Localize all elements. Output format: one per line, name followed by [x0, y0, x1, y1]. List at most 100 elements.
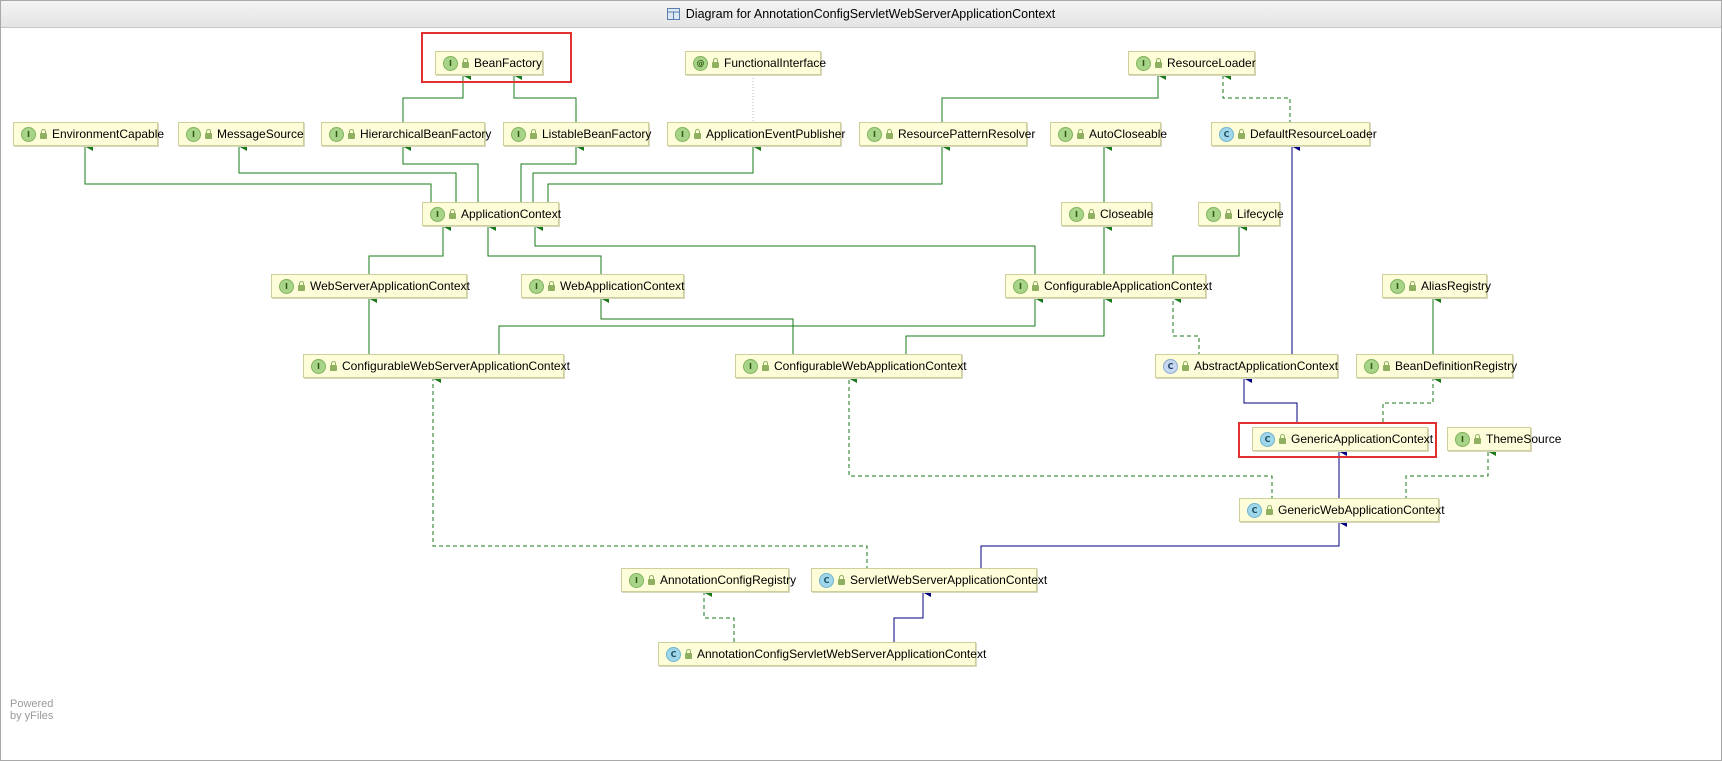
node-label: EnvironmentCapable — [52, 127, 165, 141]
lock-icon — [886, 129, 893, 139]
node-label: AbstractApplicationContext — [1194, 359, 1339, 373]
edge-cfgwebserver-to-configurable — [498, 293, 1043, 356]
node-closeable[interactable]: I Closeable — [1061, 202, 1153, 226]
node-genericapplicationcontext[interactable]: C GenericApplicationContext — [1252, 427, 1433, 451]
node-abstractapplicationcontext[interactable]: C AbstractApplicationContext — [1155, 354, 1338, 378]
interface-icon: I — [629, 572, 644, 588]
node-autocloseable[interactable]: I AutoCloseable — [1050, 122, 1167, 146]
node-applicationcontext[interactable]: I ApplicationContext — [422, 202, 561, 226]
node-label: HierarchicalBeanFactory — [360, 127, 492, 141]
node-beandefinitionregistry[interactable]: I BeanDefinitionRegistry — [1356, 354, 1517, 378]
lock-icon — [1238, 129, 1245, 139]
interface-icon: I — [443, 55, 458, 71]
edge-cfgweb-to-webctx — [600, 293, 794, 356]
edge-configurable-to-lifecycle — [1172, 221, 1247, 276]
edge-configurable-to-appcontext — [534, 221, 1036, 276]
node-configurableapplicationcontext[interactable]: I ConfigurableApplicationContext — [1005, 274, 1212, 298]
edge-annotation-to-servlet — [893, 587, 931, 642]
node-lifecycle[interactable]: I Lifecycle — [1198, 202, 1284, 226]
diagram-icon — [666, 8, 680, 20]
lock-icon — [712, 58, 719, 68]
node-label: ConfigurableApplicationContext — [1044, 279, 1213, 293]
node-label: AnnotationConfigRegistry — [660, 573, 797, 587]
node-label: AliasRegistry — [1421, 279, 1492, 293]
interface-icon: I — [329, 126, 344, 142]
node-configurablewebserverapplicationcontext[interactable]: I ConfigurableWebServerApplicationContex… — [303, 354, 570, 378]
node-label: AutoCloseable — [1089, 127, 1168, 141]
class-icon: C — [819, 572, 834, 588]
node-messagesource[interactable]: I MessageSource — [178, 122, 304, 146]
node-aliasregistry[interactable]: I AliasRegistry — [1382, 274, 1491, 298]
node-label: DefaultResourceLoader — [1250, 127, 1377, 141]
lock-icon — [330, 361, 337, 371]
node-environmentcapable[interactable]: I EnvironmentCapable — [13, 122, 164, 146]
node-resourcepatternresolver[interactable]: I ResourcePatternResolver — [859, 122, 1035, 146]
edge-cfgweb-to-configurable — [905, 293, 1112, 356]
edge-webctx-to-appcontext — [487, 221, 602, 276]
lock-icon — [298, 281, 305, 291]
interface-icon: I — [1364, 358, 1379, 374]
node-label: GenericApplicationContext — [1291, 432, 1434, 446]
node-webapplicationcontext[interactable]: I WebApplicationContext — [521, 274, 685, 298]
node-resourceloader[interactable]: I ResourceLoader — [1128, 51, 1256, 75]
node-applicationeventpublisher[interactable]: I ApplicationEventPublisher — [667, 122, 845, 146]
node-configurablewebapplicationcontext[interactable]: I ConfigurableWebApplicationContext — [735, 354, 967, 378]
node-label: ResourcePatternResolver — [898, 127, 1036, 141]
highlight-box-generic-application-context — [1238, 422, 1437, 458]
lock-icon — [548, 281, 555, 291]
edge-appcontext-to-eventpublisher — [532, 141, 761, 204]
lock-icon — [1182, 361, 1189, 371]
edge-generic-to-beandefregistry — [1382, 373, 1441, 422]
interface-icon: I — [867, 126, 882, 142]
edge-listable-to-beanfactory — [513, 70, 577, 124]
node-beanfactory[interactable]: I BeanFactory — [435, 51, 543, 75]
node-label: ServletWebServerApplicationContext — [850, 573, 1048, 587]
class-icon: C — [1219, 126, 1234, 142]
lock-icon — [1155, 58, 1162, 68]
edge-annotation-to-registry — [703, 587, 735, 642]
edge-hierarchical-to-beanfactory — [402, 70, 471, 124]
annotation-icon: @ — [693, 55, 708, 71]
node-listablebeanfactory[interactable]: I ListableBeanFactory — [503, 122, 651, 146]
node-label: WebServerApplicationContext — [310, 279, 470, 293]
edge-servlet-to-genericweb — [980, 517, 1347, 570]
interface-icon: I — [1390, 278, 1405, 294]
node-label: Lifecycle — [1237, 207, 1284, 221]
lock-icon — [530, 129, 537, 139]
lock-icon — [1266, 505, 1273, 515]
lock-icon — [462, 58, 469, 68]
node-hierarchicalbeanfactory[interactable]: I HierarchicalBeanFactory — [321, 122, 491, 146]
node-label: ConfigurableWebApplicationContext — [774, 359, 967, 373]
title-bar: Diagram for AnnotationConfigServletWebSe… — [1, 1, 1721, 28]
interface-icon: I — [743, 358, 758, 374]
node-annotationconfigregistry[interactable]: I AnnotationConfigRegistry — [621, 568, 796, 592]
lock-icon — [1474, 434, 1481, 444]
edge-defaultloader-to-resourceloader — [1222, 70, 1291, 124]
lock-icon — [648, 575, 655, 585]
node-webserverapplicationcontext[interactable]: I WebServerApplicationContext — [271, 274, 470, 298]
lock-icon — [1225, 209, 1232, 219]
node-genericwebapplicationcontext[interactable]: C GenericWebApplicationContext — [1239, 498, 1445, 522]
node-defaultresourceloader[interactable]: C DefaultResourceLoader — [1211, 122, 1377, 146]
class-icon: C — [1247, 502, 1262, 518]
lock-icon — [1409, 281, 1416, 291]
interface-icon: I — [529, 278, 544, 294]
node-label: ApplicationEventPublisher — [706, 127, 846, 141]
edge-generic-to-abstract — [1243, 373, 1298, 422]
edge-appcontext-to-messagesource — [238, 141, 457, 204]
lock-icon — [685, 649, 692, 659]
edge-servlet-to-cfgwebserver — [432, 373, 868, 570]
node-label: GenericWebApplicationContext — [1278, 503, 1445, 517]
edge-genericweb-to-themesource — [1405, 446, 1496, 500]
node-label: ResourceLoader — [1167, 56, 1256, 70]
window-title: Diagram for AnnotationConfigServletWebSe… — [685, 7, 1056, 21]
lock-icon — [694, 129, 701, 139]
node-annotationconfigservletwebserverapplicationcontext[interactable]: C AnnotationConfigServletWebServerApplic… — [658, 642, 986, 666]
interface-icon: I — [279, 278, 294, 294]
edge-appcontext-to-listable — [520, 141, 584, 204]
node-servletwebserverapplicationcontext[interactable]: C ServletWebServerApplicationContext — [811, 568, 1047, 592]
diagram-edges — [84, 70, 1496, 642]
node-themesource[interactable]: I ThemeSource — [1447, 427, 1561, 451]
node-functionalinterface[interactable]: @ FunctionalInterface — [685, 51, 826, 75]
node-label: BeanFactory — [474, 56, 543, 70]
